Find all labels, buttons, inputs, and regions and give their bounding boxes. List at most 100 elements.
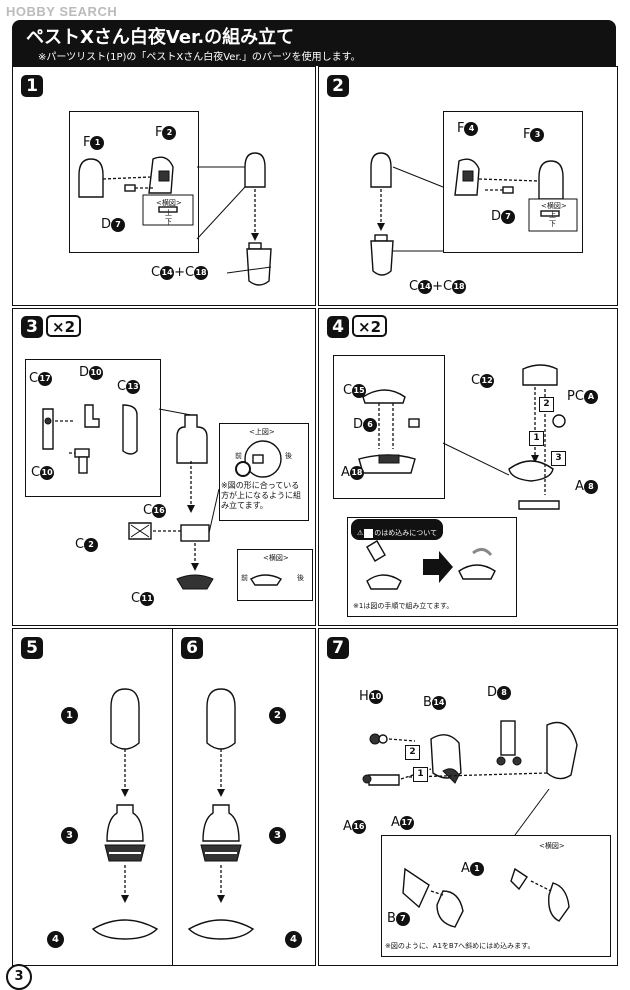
part-number-badge: 14 (418, 279, 433, 294)
label-c: C (31, 465, 41, 480)
step-ref-badge: 4 (47, 931, 64, 948)
label-a: A (341, 465, 350, 480)
step-number: 7 (327, 637, 349, 659)
part-number-badge: 17 (38, 371, 53, 386)
part-number-badge: 7 (395, 911, 410, 926)
header-bar: ペストXさん白夜Ver.の組み立て ※パーツリスト(1P)の「ペストXさん白夜V… (12, 20, 616, 66)
label-b: B (423, 695, 432, 710)
part-number-badge: 15 (352, 383, 367, 398)
step-6-drawing (187, 688, 255, 940)
part-number-badge: 17 (399, 815, 414, 830)
part-number-badge: A (583, 389, 598, 404)
part-number-badge: 7 (111, 217, 126, 232)
label-d: D (491, 209, 502, 224)
part-number-badge: 18 (349, 465, 364, 480)
part-number-badge: 1 (469, 861, 484, 876)
step-1-drawing (78, 152, 272, 286)
label-front: 前 (241, 574, 248, 582)
part-number-badge: 8 (583, 479, 598, 494)
part-number-badge: 18 (452, 279, 467, 294)
page-number: 3 (6, 964, 32, 990)
label-a: A (391, 815, 400, 830)
part-number-badge: 14 (160, 265, 175, 280)
label-f: F (523, 127, 531, 142)
step-ref-badge: 3 (61, 827, 78, 844)
step-3-side-view-box (237, 549, 313, 601)
part-number-badge: 10 (40, 465, 55, 480)
step-number: 6 (181, 637, 203, 659)
part-number-badge: 13 (126, 379, 141, 394)
step-number: 1 (21, 75, 43, 97)
label-c: C (343, 383, 353, 398)
step-number: 3 (21, 316, 43, 338)
step-3-note: ※図の形に合っている方が上になるように組み立てます。 (221, 481, 301, 510)
inset-bottom: 下 (165, 218, 172, 226)
warning-icon: ⚠ (357, 529, 364, 537)
sequence-marker: 2 (405, 745, 420, 760)
label-b: B (387, 911, 396, 926)
part-number-badge: 7 (501, 209, 516, 224)
step-5-panel: 5 1 3 4 (12, 628, 174, 966)
label-d: D (101, 217, 112, 232)
label-c: C (75, 537, 85, 552)
step-ref-badge: 4 (285, 931, 302, 948)
label-c: C (471, 373, 481, 388)
label-c: C (409, 279, 419, 294)
step-6-panel: 6 2 3 4 (172, 628, 316, 966)
part-number-badge: 3 (530, 127, 545, 142)
label-c: C (117, 379, 127, 394)
step-ref-badge: 3 (269, 827, 286, 844)
page-title: ペストXさん白夜Ver.の組み立て (26, 27, 295, 48)
part-number-badge: 16 (351, 819, 366, 834)
inset-top: 上 (549, 211, 556, 219)
step-7-drawing (362, 720, 578, 928)
label-f: F (155, 125, 163, 140)
step-3-drawing (42, 404, 283, 590)
part-number-badge: 12 (480, 373, 495, 388)
step-ref: 1 (363, 528, 375, 539)
step-number: 2 (327, 75, 349, 97)
label-d: D (79, 365, 90, 380)
label-c: C (131, 591, 141, 606)
label-c: C (442, 279, 453, 294)
step-ref-badge: 2 (269, 707, 286, 724)
part-number-badge: 10 (89, 365, 104, 380)
step-4-detail-box (333, 355, 445, 499)
sequence-marker: 1 (413, 767, 428, 782)
label-f: F (457, 121, 465, 136)
label-a: A (461, 861, 470, 876)
side-view-title: <横図> (539, 842, 565, 850)
label-a: A (343, 819, 352, 834)
sequence-marker: 3 (551, 451, 566, 466)
fitting-title-text: のはめ込みについて (374, 529, 438, 537)
plus-sign: + (174, 265, 185, 280)
step-5-drawing (91, 688, 159, 940)
top-view-title: <上図> (249, 428, 275, 436)
label-h: H (359, 689, 369, 704)
step-ref-badge: 1 (61, 707, 78, 724)
sequence-marker: 1 (529, 431, 544, 446)
label-c: C (151, 265, 161, 280)
label-back: 後 (297, 574, 304, 582)
part-number-badge: 2 (84, 537, 99, 552)
label-a: A (575, 479, 584, 494)
step-2-drawing (370, 152, 578, 276)
quantity-badge: ×2 (352, 315, 388, 337)
label-c: C (29, 371, 39, 386)
label-c: C (143, 503, 153, 518)
plus-sign: + (432, 279, 443, 294)
inset-bottom: 下 (549, 220, 556, 228)
part-number-badge: 10 (368, 689, 383, 704)
page-subtitle: ※パーツリスト(1P)の「ペストXさん白夜Ver.」のパーツを使用します。 (38, 52, 361, 63)
label-d: D (353, 417, 364, 432)
label-pc: PC (567, 389, 584, 404)
part-number-badge: 11 (140, 591, 155, 606)
inset-title: <横図> (156, 199, 182, 207)
step-number: 5 (21, 637, 43, 659)
label-front: 前 (235, 452, 242, 460)
